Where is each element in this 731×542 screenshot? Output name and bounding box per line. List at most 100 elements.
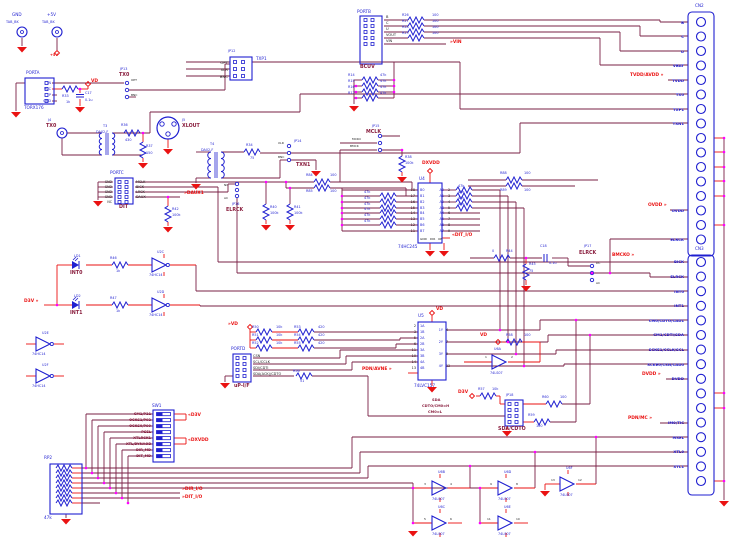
u4-a-pin-label: A5 [439,217,444,222]
schematic-label: R57 [478,387,485,391]
schematic-label: R45 [529,262,536,266]
schematic-label: 10k [276,333,283,337]
cn3-pin-label: INT1 [674,303,684,309]
sw1-strap-label: DIT_MD [136,454,151,459]
u4-b-pin-label: B5 [420,217,425,222]
u4-left-pin-number: 11 [410,228,415,233]
u5-pin-label: 2Y [438,340,443,345]
schematic-label: R51 [252,333,259,337]
schematic-label: U2F [42,363,49,367]
u5-pin-row: 5 2A [404,335,432,341]
cn3-pin-label: XTL0 [673,449,684,455]
u4-right-pin-number: 6 [448,211,451,216]
u5-pin-label: 4B [420,366,425,371]
schematic-label: U6E [504,505,511,509]
portb-pin-label: B [386,15,389,20]
schematic-label: TAB_BK [6,20,19,24]
schematic-label: uP-I/F [234,384,250,389]
u5-pin-number: 3 [413,330,416,335]
u4-a-pin-label: A7 [439,228,444,233]
schematic-label: SDA/CDTO [498,427,526,432]
schematic-label: PORTD [231,346,246,351]
portc-pin-label: GND [104,180,112,184]
schematic-label: PORTA [26,70,40,75]
schematic-label: 150 [146,151,153,155]
u5-pin-row: 3 1B [404,329,432,335]
net-vd4: VD [480,333,488,338]
cn3-pin-label: INT0 [674,288,684,294]
schematic-label: 100 [560,395,567,399]
schematic-label: 75 [250,156,255,160]
schematic-label: R53 [294,325,301,329]
schematic-label: R47 [110,296,117,300]
schematic-label: TXP1 [256,56,267,61]
schematic-label: 100 [524,171,531,175]
schematic-label: 74LS07 [560,493,573,497]
schematic-label: 47k [364,219,371,223]
portc-pin-label: GND [104,190,112,194]
schematic-label: TX0 [46,124,57,129]
portd-signal-label: CSN [253,353,261,358]
cn2-pin-label: TVDD [672,77,684,83]
schematic-label: R89 [500,188,507,192]
schematic-label: 420 [318,325,325,329]
u5-pin-number: 13 [411,366,416,371]
schematic-label: OPT [131,78,138,82]
schematic-label: R29 [402,31,409,35]
u4-left-pin-number: 17 [410,193,415,198]
u4-pin-row: 15 B3 A3 5 [402,205,460,211]
schematic-label: 0.1u [85,98,93,102]
schematic-label: 1k [66,100,71,104]
schematic-label: DIR [430,237,436,241]
schematic-label: GND [420,237,427,241]
schematic-label: R36 [121,123,128,127]
sw1-strap-label: OCKS0/P90 [129,424,151,429]
portb-pin-label: VIN [386,39,393,44]
schematic-label: R14 [348,73,355,77]
schematic-label: R84 [306,173,313,177]
txp1-pin-label: BNC [219,73,228,79]
schematic-label: PORTB [357,9,371,14]
schematic-label: DA02-F [96,130,109,134]
schematic-label: 74LVC157 [414,383,435,388]
u4-a-pin-label: A4 [439,211,444,216]
u4-a-pin-label: A6 [439,223,444,228]
sw1-strap-label: XTLRCK1 [133,436,151,441]
portb-pin-label: U [386,27,389,32]
u5-pin-label: 1B [420,330,425,335]
txp1-pin-label: OPT [220,59,228,65]
schematic-label: T4 [210,142,215,146]
schematic-label: U2D [157,290,165,294]
schematic-label: R37 [146,144,153,148]
porta-pin-label: VCC [43,87,51,91]
portd-signal-label: SCL/CCLK [253,359,270,364]
schematic-label: U5 [418,313,424,318]
schematic-label: CDTO/CM0=H [422,404,450,408]
u4-left-pin-number: 13 [410,217,415,222]
schematic-label: 47k [380,79,387,83]
u5-pin-number: 12 [446,364,451,369]
schematic-label: U2E [42,331,49,335]
portc-pin-label: DAUX [136,195,146,199]
schematic-label: R60 [542,395,549,399]
u5-pin-number: 5 [413,336,416,341]
schematic-label: 47k [364,196,371,200]
portb-pin-label: VOUT [386,33,397,38]
schematic-label: 47k [364,190,371,194]
schematic-label: INT1 [70,311,83,316]
net-dxvdd2: «DXVDD [188,438,209,443]
schematic-label: R41 [294,205,301,209]
u4-b-pin-label: B7 [420,228,425,233]
u5-pin-number: 10 [411,354,416,359]
sw1-strap-label: PSEL [141,430,151,435]
portc-pin-label: GND [104,195,112,199]
schematic-label: INT0 [70,271,83,276]
schematic-label: 74LS07 [432,532,445,536]
schematic-label: 420 [318,341,325,345]
schematic-label: 100k [270,211,279,215]
schematic-label: ELRCK [579,251,597,256]
